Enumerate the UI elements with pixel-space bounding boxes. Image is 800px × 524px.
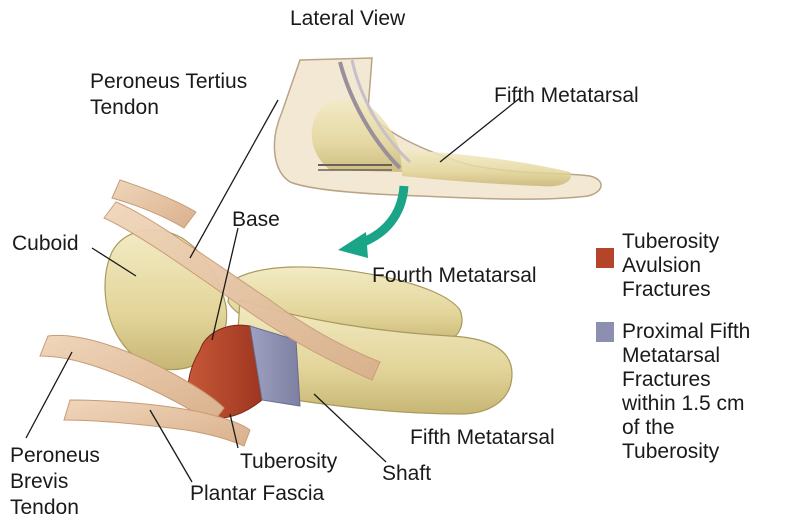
- legend-label-tuberosity: Tuberosity Avulsion Fractures: [622, 230, 725, 301]
- legend-swatch-proximal: [596, 322, 614, 342]
- legend: Tuberosity Avulsion Fractures Proximal F…: [596, 230, 756, 463]
- leader-fifth-metatarsal-top: [439, 97, 521, 163]
- labels: Peroneus Tertius Tendon Fifth Metatarsal…: [10, 70, 639, 519]
- bone-illustration: [39, 179, 513, 447]
- label-peroneus-tertius: Peroneus Tertius Tendon: [90, 70, 253, 119]
- legend-swatch-tuberosity: [596, 248, 614, 268]
- label-peroneus-brevis: Peroneus Brevis Tendon: [10, 444, 106, 519]
- label-plantar-fascia: Plantar Fascia: [190, 482, 325, 505]
- leader-cuboid: [91, 247, 137, 277]
- label-fourth-metatarsal: Fourth Metatarsal: [372, 264, 537, 287]
- legend-label-proximal: Proximal Fifth Metatarsal Fractures with…: [621, 320, 756, 463]
- label-fifth-metatarsal-bottom: Fifth Metatarsal: [410, 426, 555, 449]
- leader-base: [211, 227, 239, 341]
- leader-plantar-fascia: [149, 409, 193, 483]
- leader-peroneus-tertius: [189, 99, 279, 259]
- leader-shaft: [313, 393, 387, 463]
- label-tuberosity: Tuberosity: [240, 450, 338, 473]
- lateral-foot-illustration: [273, 57, 602, 200]
- label-fifth-metatarsal-top: Fifth Metatarsal: [494, 84, 639, 107]
- label-shaft: Shaft: [382, 462, 431, 485]
- leader-lines: [25, 97, 521, 483]
- leader-tuberosity: [229, 413, 239, 449]
- label-base: Base: [232, 208, 280, 231]
- diagram-title: Lateral View: [290, 7, 406, 30]
- label-cuboid: Cuboid: [12, 232, 79, 255]
- leader-peroneus-brevis: [25, 351, 73, 439]
- curved-arrow: [338, 185, 409, 258]
